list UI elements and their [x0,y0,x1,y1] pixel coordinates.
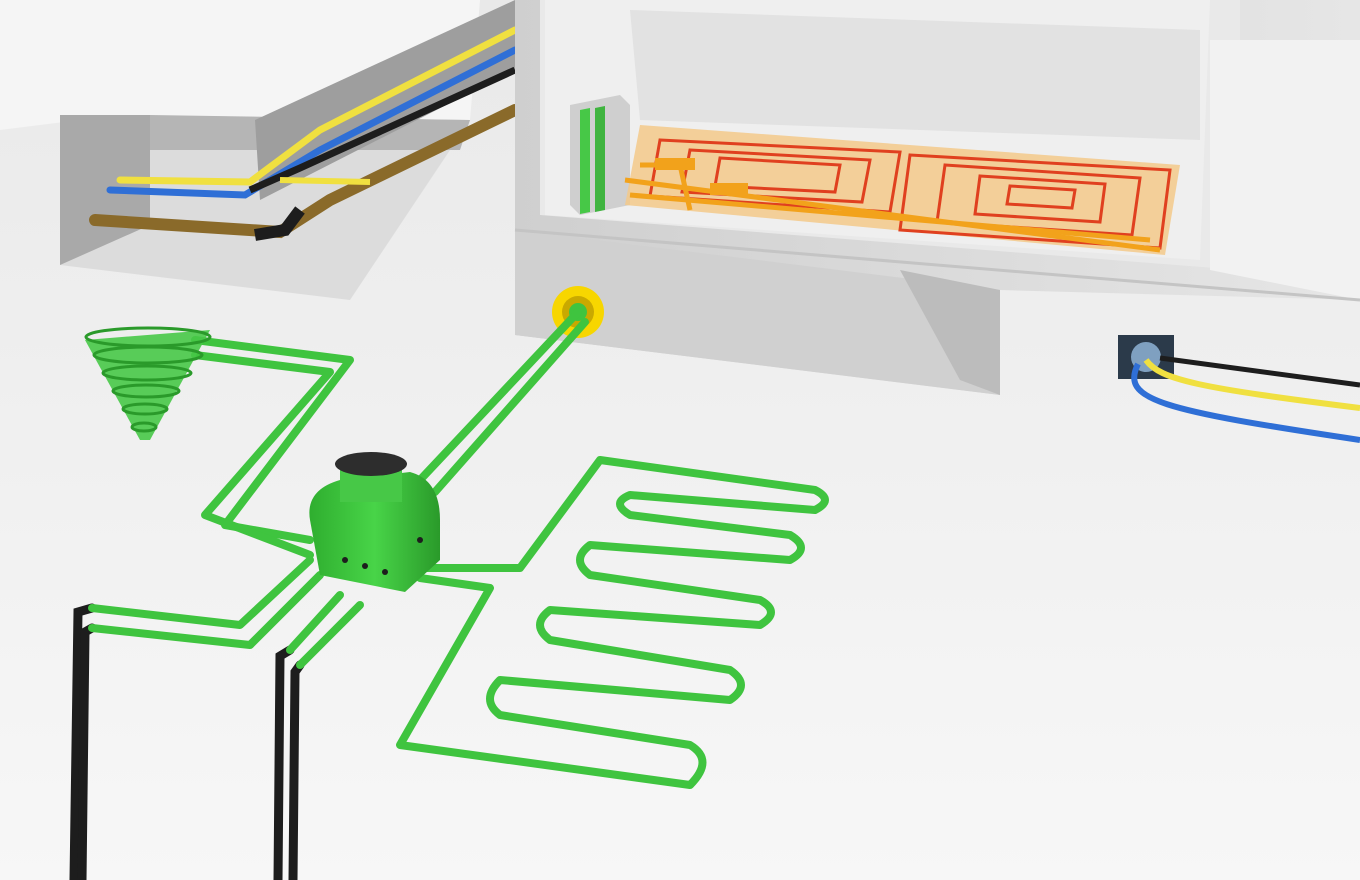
spiral-cone-collector [84,326,212,440]
horizontal-ground-loop [396,456,829,789]
brine-manifold-chamber [309,452,440,592]
heat-pump-unit [570,95,630,215]
utility-wall-entry [1118,335,1360,443]
utility-trench [0,0,521,300]
brine-piping [88,308,589,669]
floor-distributor [710,183,748,195]
floor-distributor [655,158,695,170]
underfloor-heating [624,125,1180,255]
